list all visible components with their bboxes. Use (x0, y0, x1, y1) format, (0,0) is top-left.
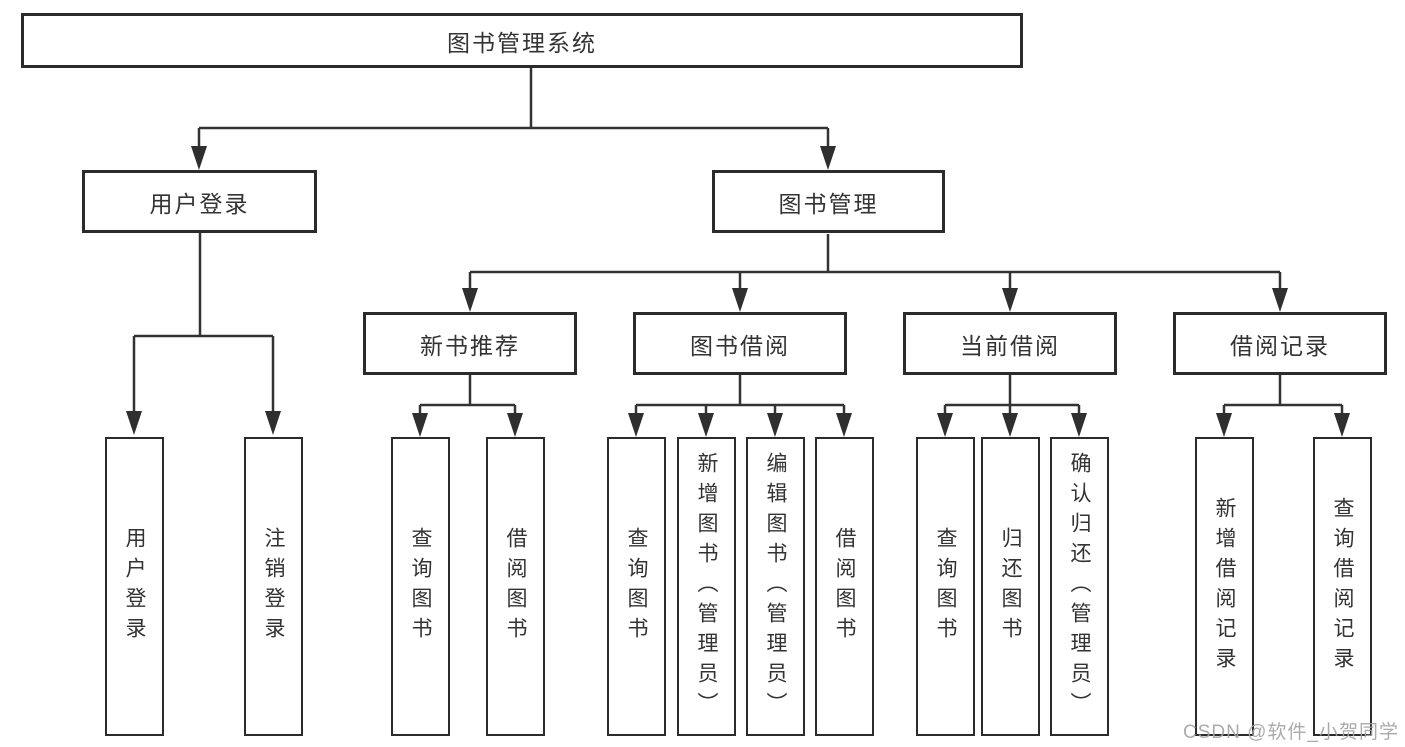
leaf-label: 借阅图书 (504, 526, 527, 647)
arrowhead (767, 413, 783, 437)
node-new-book-recommend: 新书推荐 (363, 312, 577, 375)
node-book-management: 图书管理 (712, 170, 945, 233)
leaf-label: 借阅图书 (833, 526, 856, 647)
connector-current-borrow-branch (937, 375, 1087, 437)
leaf-node-borrow-books-2: 借阅图书 (815, 437, 874, 736)
leaf-node-user-login: 用户登录 (105, 437, 164, 736)
arrowhead (628, 413, 644, 437)
connector-book-management-branch (462, 234, 1288, 312)
arrowhead (1272, 288, 1288, 312)
leaf-label: 查询图书 (625, 526, 648, 647)
arrowhead (698, 413, 714, 437)
leaf-node-return-books: 归还图书 (981, 437, 1040, 736)
leaf-node-query-books-1: 查询图书 (391, 437, 450, 736)
arrowhead (1071, 413, 1087, 437)
arrowhead (937, 413, 953, 437)
leaf-label: 编辑图书（管理员） (764, 451, 787, 722)
leaf-label: 归还图书 (999, 526, 1022, 647)
leaf-label: 查询图书 (934, 526, 957, 647)
leaf-label: 新增借阅记录 (1213, 496, 1236, 677)
node-current-borrow: 当前借阅 (903, 312, 1117, 375)
leaf-node-confirm-return-admin: 确认归还（管理员） (1050, 437, 1109, 736)
leaf-label: 查询图书 (409, 526, 432, 647)
arrowhead (265, 411, 281, 435)
arrowhead (412, 413, 428, 437)
arrowhead (507, 413, 523, 437)
leaf-node-add-borrow-record: 新增借阅记录 (1195, 437, 1254, 736)
leaf-node-query-books-3: 查询图书 (916, 437, 975, 736)
leaf-node-logout: 注销登录 (244, 437, 303, 736)
csdn-watermark: CSDN @软件_小贺同学 (1183, 722, 1399, 743)
connector-book-borrow-branch (628, 375, 852, 437)
arrowhead (462, 288, 478, 312)
root-node-library-system: 图书管理系统 (21, 13, 1023, 68)
node-borrow-records: 借阅记录 (1173, 312, 1387, 375)
node-user-login: 用户登录 (82, 170, 317, 233)
leaf-label: 用户登录 (123, 526, 146, 647)
arrowhead (1334, 413, 1350, 437)
arrowhead (820, 146, 836, 170)
connector-user-login-branch (126, 233, 281, 435)
arrowhead (126, 411, 142, 435)
leaf-node-query-books-2: 查询图书 (607, 437, 666, 736)
leaf-node-borrow-books-1: 借阅图书 (486, 437, 545, 736)
leaf-label: 注销登录 (262, 526, 285, 647)
leaf-node-edit-books-admin: 编辑图书（管理员） (746, 437, 805, 736)
connector-root-to-level1 (191, 68, 836, 170)
arrowhead (191, 146, 207, 170)
arrowhead (732, 288, 748, 312)
connector-borrow-records-branch (1216, 375, 1350, 437)
leaf-node-query-borrow-record: 查询借阅记录 (1313, 437, 1372, 736)
node-book-borrow: 图书借阅 (633, 312, 847, 375)
connector-new-book-branch (412, 375, 523, 437)
arrowhead (836, 413, 852, 437)
leaf-node-add-books-admin: 新增图书（管理员） (677, 437, 736, 736)
arrowhead (1002, 288, 1018, 312)
leaf-label: 查询借阅记录 (1331, 496, 1354, 677)
leaf-label: 确认归还（管理员） (1068, 451, 1091, 722)
arrowhead (1216, 413, 1232, 437)
leaf-label: 新增图书（管理员） (695, 451, 718, 722)
arrowhead (1002, 413, 1018, 437)
